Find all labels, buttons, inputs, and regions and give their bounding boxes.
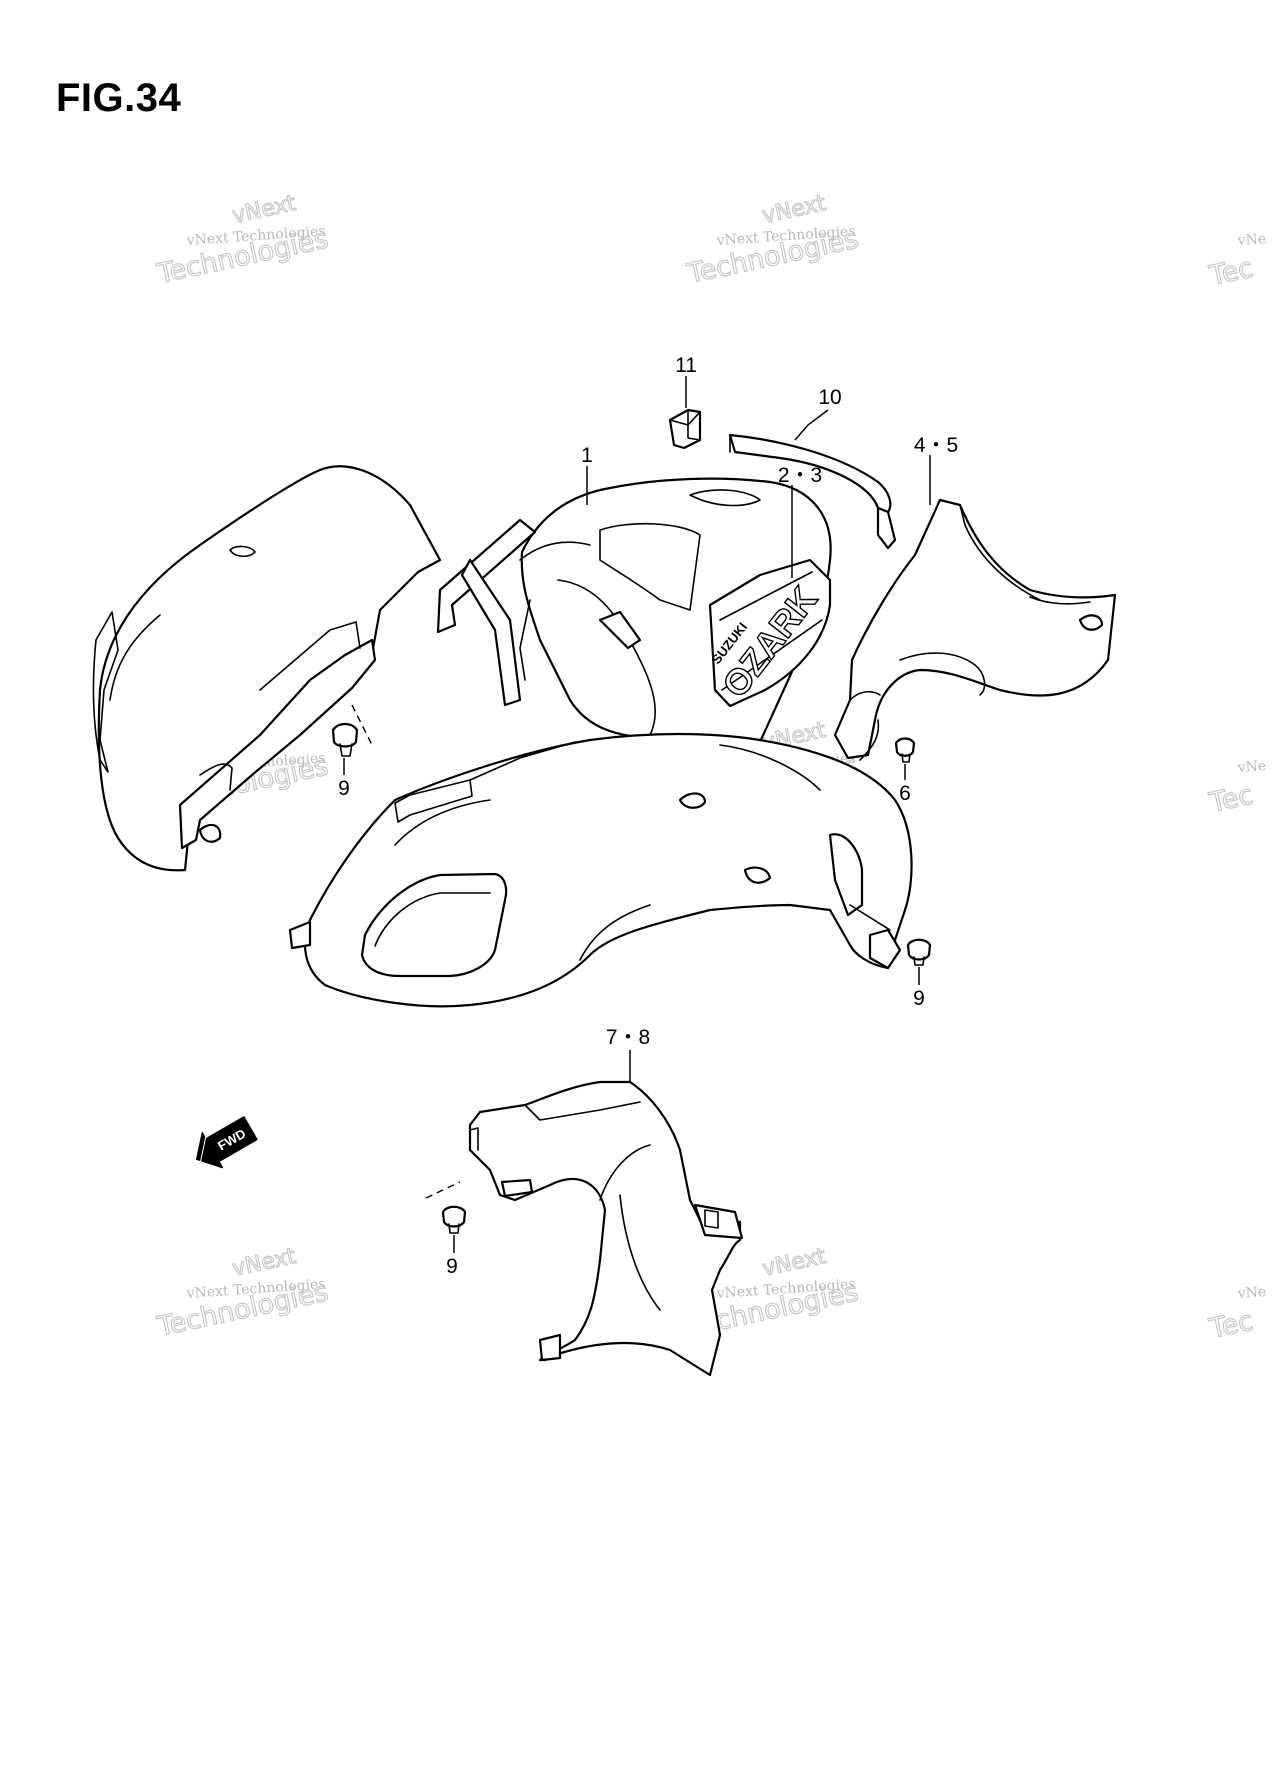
part-11-block — [668, 408, 702, 450]
leader-lines — [343, 376, 931, 1253]
watermark-text: vNe — [1236, 758, 1266, 776]
figure-title: FIG.34 — [56, 76, 182, 120]
watermark-text: vNext — [760, 191, 828, 229]
fastener-9c — [441, 1205, 467, 1234]
watermark-bottom-left: vNext vNext Technologies Technologies — [153, 1243, 331, 1343]
callout-10: 10 — [818, 386, 841, 409]
watermark-text: vNext — [760, 1244, 828, 1282]
fender-front-main — [288, 732, 913, 1008]
part-45-side-cover — [833, 498, 1117, 761]
callout-9-bottom: 9 — [446, 1255, 458, 1278]
watermark-text: Tec — [1206, 780, 1256, 820]
fastener-9a — [331, 722, 359, 757]
assembly-lines — [351, 704, 461, 1199]
callout-7-8: 7・8 — [606, 1026, 650, 1049]
callout-1: 1 — [581, 444, 593, 467]
watermark-top-center: vNext vNext Technologies Technologies — [683, 190, 861, 290]
fastener-9b — [906, 938, 932, 966]
callout-9-right: 9 — [913, 987, 925, 1010]
watermark-top-left: vNext vNext Technologies Technologies — [153, 190, 331, 290]
watermark-text: Tec — [1206, 253, 1256, 293]
fender-left-half — [92, 465, 442, 872]
callout-4-5: 4・5 — [914, 434, 958, 457]
watermark-text: vNext — [230, 191, 298, 229]
watermark-text: vNe — [1236, 1284, 1266, 1302]
callout-2-3: 2・3 — [778, 464, 822, 487]
callout-labels: 11 10 1 2・3 4・5 9 6 9 7・8 9 — [338, 354, 958, 1278]
watermark-text: vNext — [230, 1244, 298, 1282]
fwd-arrow-icon: FWD — [196, 1116, 258, 1169]
callout-11: 11 — [675, 354, 697, 377]
watermark-right-edge: vNe Tec vNe Tec vNe Tec — [1205, 231, 1266, 1346]
callout-6: 6 — [899, 782, 911, 805]
part-78-mud-guard — [468, 1080, 744, 1377]
fastener-6 — [894, 737, 916, 763]
part-10-trim — [728, 433, 897, 550]
callout-9-left: 9 — [338, 777, 350, 800]
watermark-text: vNe — [1236, 231, 1266, 249]
watermark-text: Tec — [1206, 1306, 1256, 1346]
